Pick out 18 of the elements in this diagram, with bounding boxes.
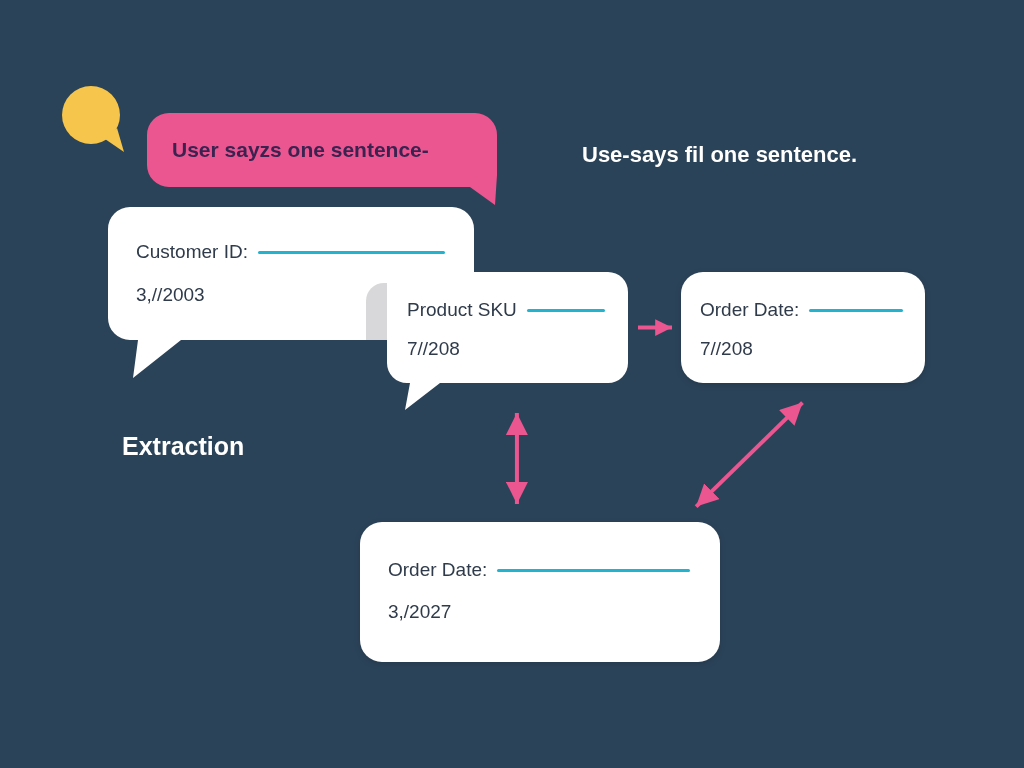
double-arrow — [694, 401, 804, 509]
field-label: Order Date: — [700, 298, 800, 322]
field-value: 7//208 — [700, 337, 753, 361]
field-label: Customer ID: — [136, 240, 248, 264]
speech-bubble — [387, 272, 628, 411]
speech-bubble — [147, 113, 497, 205]
section-label: Extraction — [122, 431, 245, 462]
arrow — [638, 319, 672, 336]
field-label: Product SKU — [407, 298, 517, 322]
field-value: 3,/2027 — [388, 600, 452, 624]
field-value: 7//208 — [407, 337, 460, 361]
bubble-text: User sayzs one sentence- — [172, 137, 429, 163]
field-card — [681, 272, 925, 383]
heading-text: Use-says fil one sentence. — [582, 141, 858, 169]
field-value: 3,//2003 — [136, 283, 205, 307]
field-card — [360, 522, 720, 662]
double-arrow — [505, 413, 528, 504]
field-label: Order Date: — [388, 558, 488, 582]
